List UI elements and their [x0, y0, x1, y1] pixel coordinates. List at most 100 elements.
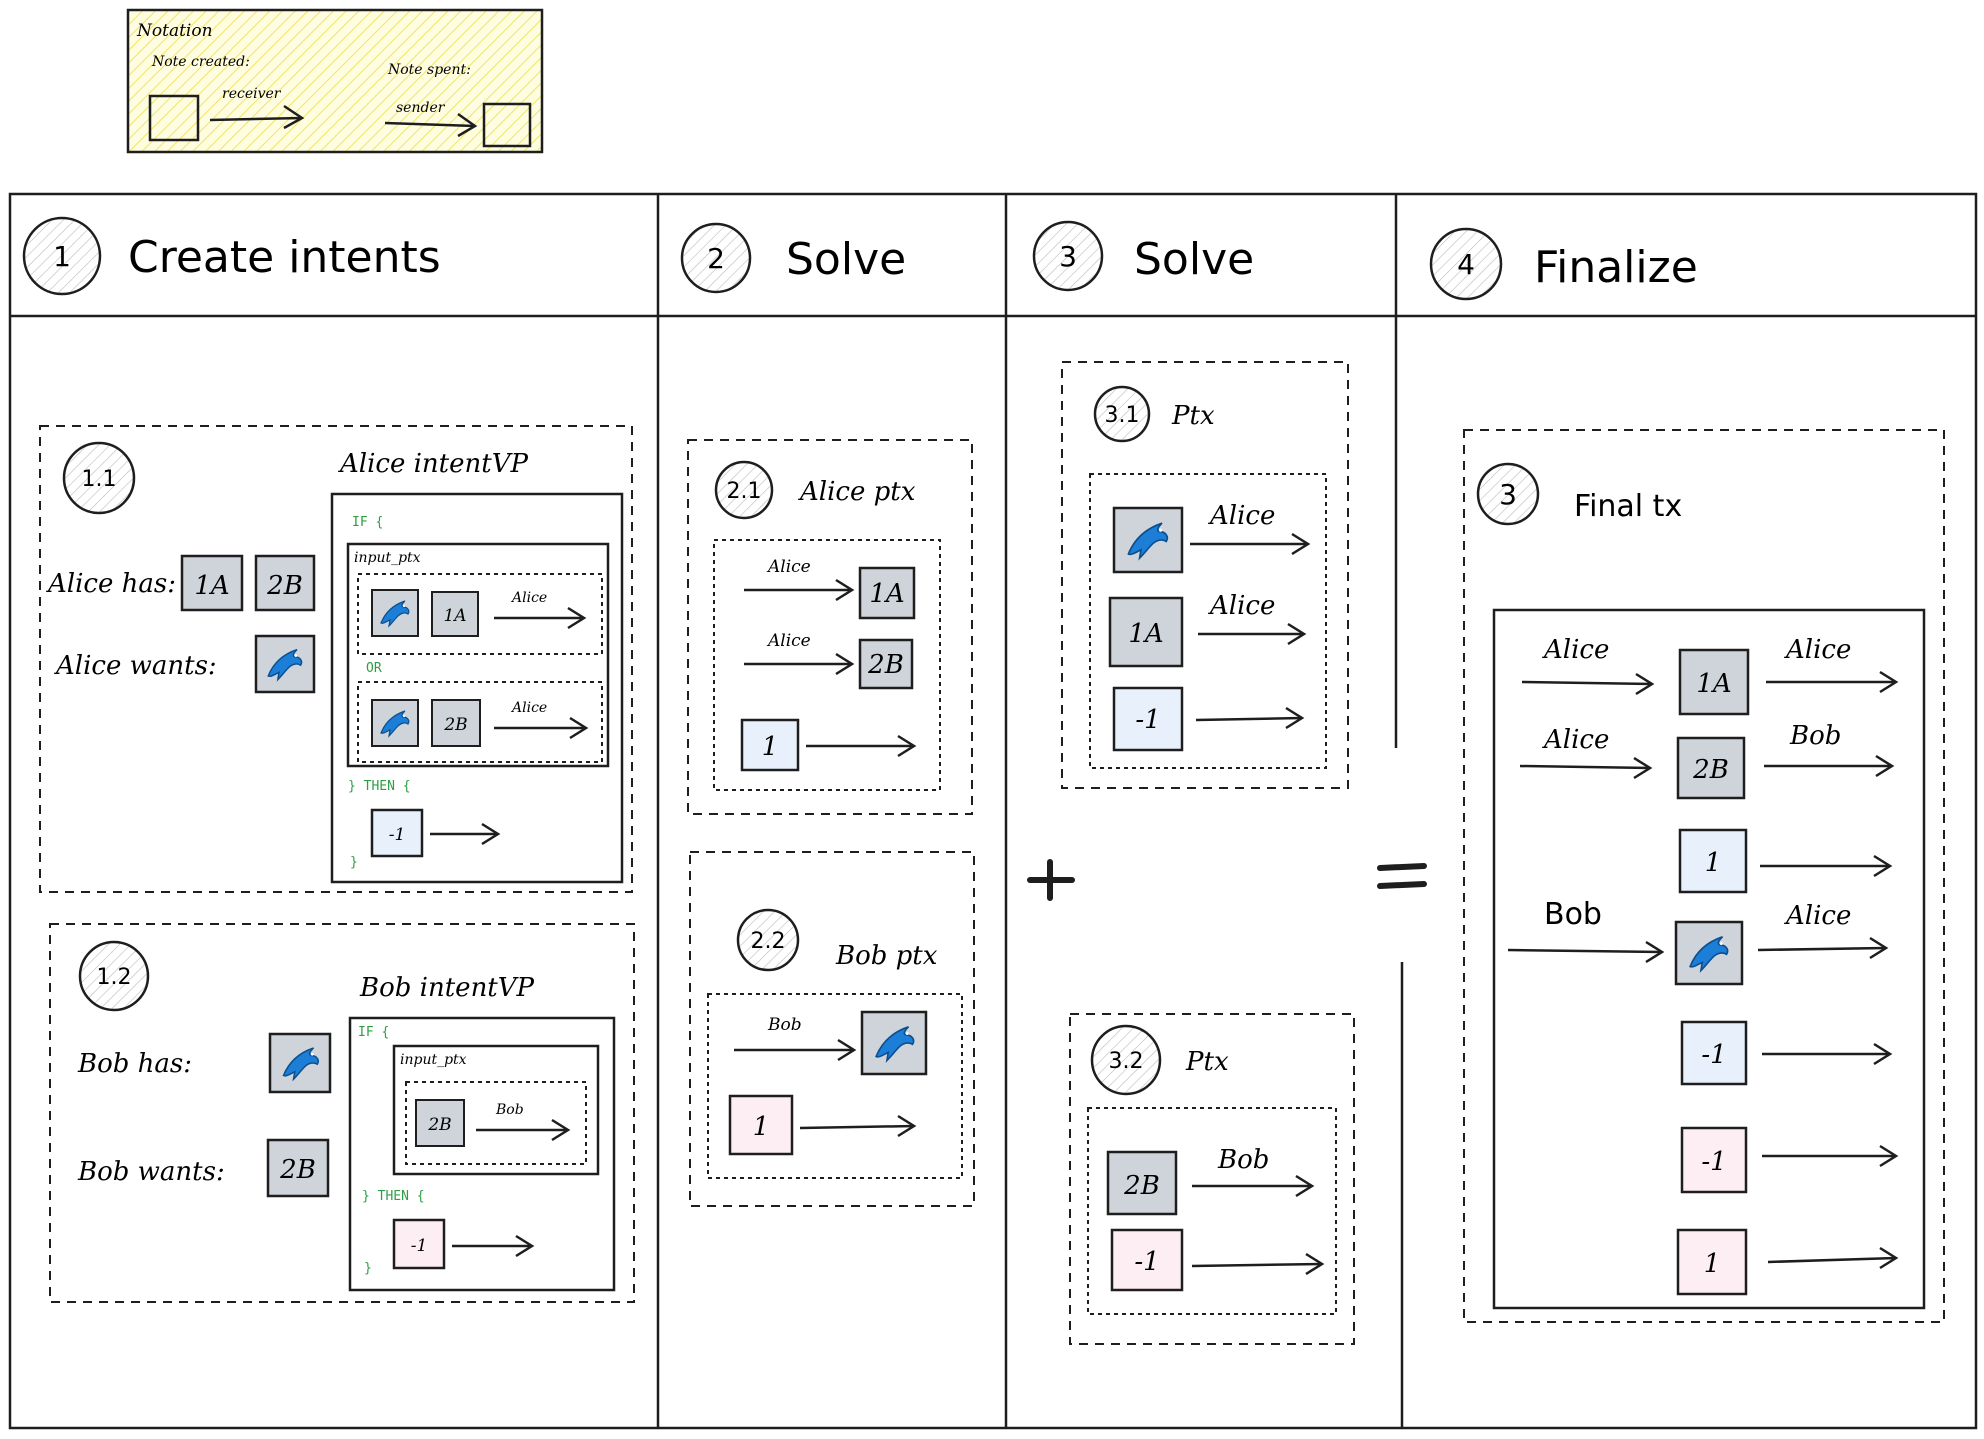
column-1-number: 1	[53, 240, 71, 273]
step-2-1-created-note	[740, 718, 800, 772]
column-4-number: 4	[1457, 248, 1475, 281]
step-2-1-row-2-note	[858, 638, 914, 690]
final-row-4-in-arrow	[1507, 940, 1665, 964]
bob-wants-note	[266, 1138, 330, 1198]
notation-title: Notation	[136, 21, 213, 41]
step-3-1-row-2-note-label: 1A	[1128, 619, 1163, 649]
step-3-1-row-3-note	[1112, 686, 1184, 752]
notation-receiver: receiver	[222, 86, 282, 102]
alice-vp-if: IF {	[352, 515, 383, 530]
alice-intentvp-box	[330, 492, 624, 884]
final-row-2-receiver: Bob	[1789, 721, 1841, 751]
final-row-7-note	[1676, 1228, 1748, 1296]
step-2-2-created-note-label: 1	[753, 1112, 770, 1142]
bob-option-arrow	[476, 1118, 571, 1142]
step-1-1-badge: 1.1	[82, 467, 117, 492]
final-row-5-note-label: -1	[1701, 1040, 1726, 1070]
notation-spent-box	[482, 102, 532, 148]
alice-option-1-note-label: 1A	[443, 606, 466, 626]
final-row-1-receiver: Alice	[1784, 635, 1851, 665]
final-row-5-note	[1680, 1020, 1748, 1086]
final-row-1-out-arrow	[1766, 670, 1899, 694]
final-row-2-note	[1676, 736, 1746, 800]
column-3-title: Solve	[1134, 234, 1254, 285]
final-row-4-note	[1674, 920, 1744, 986]
alice-option-1	[357, 573, 603, 655]
step-3-2-row-1-note-label: 2B	[1123, 1171, 1160, 1201]
step-3-1-title: Ptx	[1171, 401, 1215, 431]
alice-input-ptx-box	[346, 542, 610, 768]
bob-then-arrow	[452, 1234, 535, 1258]
final-row-3-out-arrow	[1760, 854, 1893, 878]
final-row-2-out-arrow	[1764, 754, 1895, 778]
step-2-2-title: Bob ptx	[835, 941, 938, 971]
final-row-6-out-arrow	[1762, 1144, 1899, 1168]
step-2-1-inner	[713, 539, 941, 791]
final-row-6-note-label: -1	[1701, 1147, 1726, 1177]
alice-has-note-1a-label: 1A	[194, 571, 229, 601]
notation-legend: Notation Note created: receiver Note spe…	[126, 8, 544, 154]
bob-input-ptx-label: input_ptx	[400, 1052, 467, 1068]
bob-vp-close: }	[364, 1261, 372, 1276]
notation-sender: sender	[396, 100, 446, 116]
step-2-2-created-note	[728, 1094, 794, 1156]
alice-then-note-label: -1	[389, 825, 406, 845]
bob-option-note-label: 2B	[427, 1115, 451, 1135]
step-3-1-row-1-receiver: Alice	[1208, 501, 1275, 531]
alice-option-2-arrow	[494, 716, 589, 740]
step-3-1-panel: 3.1 Ptx Alice 1A Alice -1	[1061, 361, 1349, 789]
step-2-2-panel: 2.2 Bob ptx Bob 1	[689, 851, 975, 1207]
final-row-5-out-arrow	[1762, 1042, 1893, 1066]
bob-option	[405, 1081, 587, 1165]
step-1-2-badge: 1.2	[97, 965, 132, 990]
step-2-1-row-2-note-label: 2B	[867, 650, 904, 680]
bob-intentvp-title: Bob intentVP	[359, 973, 535, 1003]
bob-intentvp-box	[348, 1016, 616, 1292]
column-2-title: Solve	[786, 234, 906, 285]
final-row-1-note-label: 1A	[1696, 669, 1731, 699]
final-tx-badge: 3	[1499, 478, 1517, 511]
final-tx-panel: 3 Final tx Alice 1A Alice Alice 2B Bob 1	[1463, 429, 1945, 1323]
notation-created-box	[148, 94, 200, 142]
alice-option-2-receiver: Alice	[510, 700, 547, 716]
step-3-2-row-2-note	[1110, 1228, 1184, 1292]
alice-has-note-1a	[180, 554, 244, 612]
alice-then-arrow	[430, 822, 501, 846]
step-3-1-badge: 3.1	[1105, 403, 1140, 428]
column-1-title: Create intents	[128, 232, 441, 283]
final-row-3-note	[1678, 828, 1748, 894]
alice-vp-or: OR	[366, 661, 382, 676]
final-row-4-sender: Bob	[1544, 897, 1602, 932]
alice-option-2-note-label: 2B	[443, 715, 467, 735]
final-row-2-sender: Alice	[1542, 725, 1609, 755]
column-3-number: 3	[1059, 240, 1077, 273]
alice-option-1-receiver: Alice	[510, 590, 547, 606]
step-3-2-row-1-receiver: Bob	[1217, 1145, 1269, 1175]
final-row-1-in-arrow	[1521, 672, 1655, 696]
step-1-1-panel: 1.1 Alice has: 1A 2B Alice wants: Alice …	[39, 425, 633, 893]
final-row-3-note-label: 1	[1705, 848, 1722, 878]
step-2-1-row-2-sender: Alice	[766, 631, 811, 651]
step-3-1-row-2-receiver: Alice	[1208, 591, 1275, 621]
step-3-2-inner	[1087, 1107, 1337, 1315]
step-2-1-row-1-note	[858, 566, 916, 620]
step-2-2-inner	[707, 993, 963, 1179]
bob-wants-label: Bob wants:	[77, 1157, 225, 1187]
alice-option-1-note	[431, 591, 479, 637]
column-2-number: 2	[707, 242, 725, 275]
final-row-6-note	[1680, 1126, 1748, 1194]
final-row-4-receiver: Alice	[1784, 901, 1851, 931]
alice-option-2-note	[431, 699, 481, 747]
step-2-1-row-1-note-label: 1A	[869, 579, 904, 609]
step-3-1-row-2-note	[1108, 596, 1184, 668]
step-3-1-row-3-note-label: -1	[1135, 705, 1160, 735]
bob-option-receiver: Bob	[495, 1102, 524, 1118]
step-3-1-inner	[1089, 473, 1327, 769]
step-3-2-title: Ptx	[1185, 1047, 1229, 1077]
plus-operator	[1027, 859, 1075, 901]
step-2-1-created-note-label: 1	[762, 732, 779, 762]
bob-input-ptx-box	[392, 1044, 600, 1176]
step-2-1-title: Alice ptx	[798, 477, 916, 507]
alice-option-1-arrow	[494, 606, 587, 630]
